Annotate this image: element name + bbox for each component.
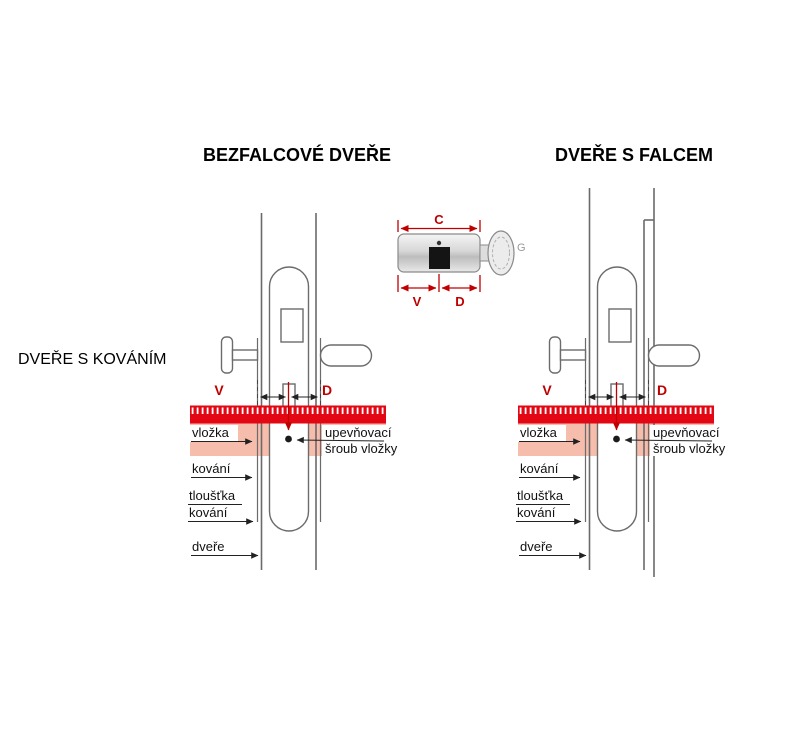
handle-follower	[280, 308, 304, 343]
fixing-screw	[285, 435, 292, 443]
label-cylinder: vložka	[192, 425, 230, 440]
knob-stem	[231, 349, 259, 361]
knob-stem	[559, 349, 587, 361]
label-fitting: kování	[520, 461, 559, 476]
fixing-screw	[613, 435, 620, 443]
label-door: dveře	[520, 539, 553, 554]
thumbturn-knob	[487, 230, 515, 276]
dim-d-label: D	[657, 382, 667, 398]
lever-handle	[319, 344, 373, 367]
label-door: dveře	[192, 539, 225, 554]
cylinder-keyway	[429, 247, 450, 269]
thumbturn-knurl	[492, 236, 510, 270]
title-side: DVEŘE S KOVÁNÍM	[18, 349, 166, 368]
handle-follower	[608, 308, 632, 343]
label-fitting-thickness-1: tloušťka	[189, 488, 236, 503]
right-door-diagram: V D vložka kování tloušťka kování dveře …	[516, 188, 726, 577]
label-fitting: kování	[192, 461, 231, 476]
cylinder-inset: C G V D	[397, 212, 526, 309]
dim-d-label: D	[322, 382, 332, 398]
label-cylinder: vložka	[520, 425, 558, 440]
inset-d-label: D	[455, 294, 464, 309]
label-fixing-screw-1: upevňovací	[325, 425, 392, 440]
door-knob	[548, 336, 562, 374]
label-fitting-thickness-2: kování	[189, 505, 228, 520]
dim-v-label: V	[542, 382, 552, 398]
left-door-diagram: V D vložka kování tloušťka kování dveře …	[188, 213, 398, 570]
door-knob	[220, 336, 234, 374]
lever-handle	[647, 344, 701, 367]
label-fixing-screw-2: šroub vložky	[653, 441, 726, 456]
label-fitting-thickness-2: kování	[517, 505, 556, 520]
dim-v-label: V	[214, 382, 224, 398]
label-fitting-thickness-1: tloušťka	[517, 488, 564, 503]
inset-g-label: G	[517, 242, 526, 254]
label-backing	[518, 425, 566, 442]
leader-fixing-screw	[624, 436, 713, 444]
leader-fixing-screw	[296, 436, 385, 444]
cylinder-screw-hole	[436, 240, 442, 246]
inset-v-label: V	[413, 294, 422, 309]
label-fixing-screw-1: upevňovací	[653, 425, 720, 440]
title-left: BEZFALCOVÉ DVEŘE	[203, 144, 391, 165]
label-backing	[190, 425, 238, 442]
label-fixing-screw-2: šroub vložky	[325, 441, 398, 456]
title-right: DVEŘE S FALCEM	[555, 144, 713, 165]
inset-c-label: C	[434, 212, 444, 227]
